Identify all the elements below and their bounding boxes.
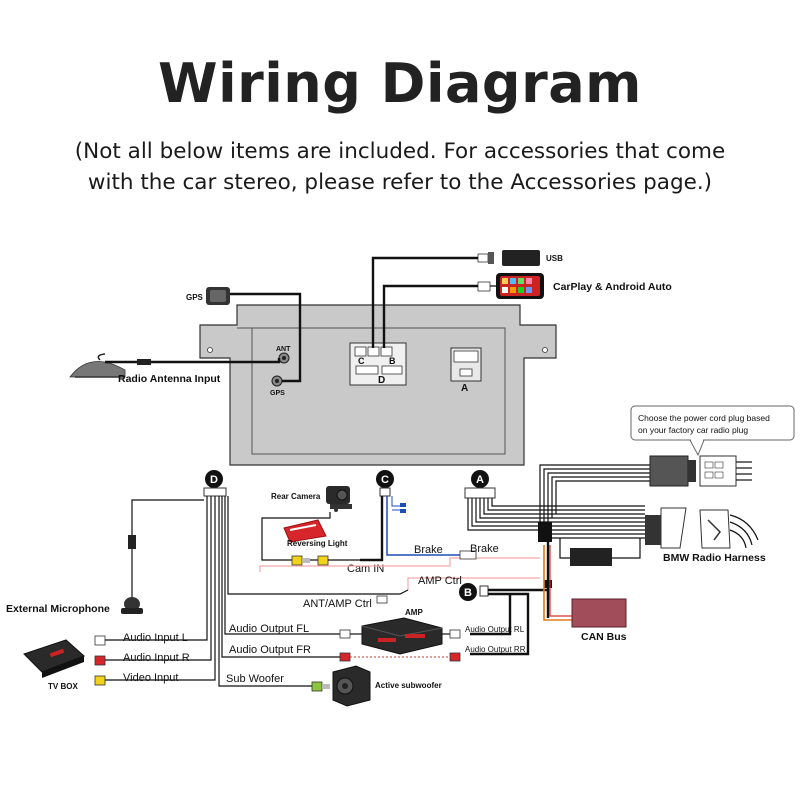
port-label-a: A: [461, 383, 468, 394]
label-radio-antenna: Radio Antenna Input: [118, 373, 221, 385]
connector-c-letter: C: [381, 474, 389, 486]
can-bus-box-icon: [571, 598, 627, 628]
connector-d-badge: D: [205, 470, 223, 488]
label-brake-1: Brake: [414, 544, 443, 556]
label-gps: GPS: [186, 293, 204, 302]
connector-d-letter: D: [210, 474, 218, 486]
label-carplay: CarPlay & Android Auto: [553, 281, 672, 293]
label-sub-woofer: Sub Woofer: [226, 673, 284, 685]
connector-b-badge: B: [459, 583, 477, 601]
label-usb: USB: [546, 254, 563, 263]
connector-a-letter: A: [476, 474, 484, 486]
power-note-line2: on your factory car radio plug: [638, 425, 748, 435]
gps-module-icon: [206, 287, 230, 305]
label-external-microphone: External Microphone: [6, 603, 110, 615]
page-title: Wiring Diagram: [158, 52, 642, 115]
connector-a-badge: A: [471, 470, 489, 488]
head-unit: ANT GPS C B D A: [199, 304, 557, 466]
amplifier-icon: [361, 617, 443, 655]
connector-b-letter: B: [464, 587, 472, 599]
label-amp: AMP: [405, 608, 423, 617]
label-amp-ctrl: AMP Ctrl: [418, 575, 462, 587]
connector-c-badge: C: [376, 470, 394, 488]
subtitle-line-1: (Not all below items are included. For a…: [74, 139, 726, 164]
label-audio-input-r: Audio Input R: [123, 652, 190, 664]
label-bmw-harness: BMW Radio Harness: [663, 552, 766, 564]
label-audio-output-rr: Audio Output RR: [465, 645, 526, 654]
port-label-c: C: [358, 356, 365, 366]
port-label-ant: ANT: [276, 346, 291, 353]
label-audio-output-rl: Audio Output RL: [465, 625, 525, 634]
rear-camera-icon: [326, 486, 352, 512]
label-video-input: Video Input: [123, 672, 178, 684]
label-tv-box: TV BOX: [48, 682, 78, 691]
port-label-gps: GPS: [270, 390, 285, 397]
label-audio-output-fr: Audio Output FR: [229, 644, 311, 656]
power-note-line1: Choose the power cord plug based: [638, 413, 770, 423]
port-label-d: D: [378, 375, 385, 386]
shark-fin-antenna-icon: [69, 353, 126, 378]
label-audio-output-fl: Audio Output FL: [229, 623, 309, 635]
subwoofer-icon: [332, 665, 371, 707]
label-rear-camera: Rear Camera: [271, 492, 321, 501]
reversing-light-icon: [283, 519, 327, 543]
label-ant-amp-ctrl: ANT/AMP Ctrl: [303, 598, 372, 610]
label-audio-input-l: Audio Input L: [123, 632, 188, 644]
iso-plug-icon: [649, 455, 752, 487]
label-can-bus: CAN Bus: [581, 631, 627, 643]
label-cam-in: Cam IN: [347, 563, 384, 575]
phone-icon: [477, 273, 544, 299]
label-active-subwoofer: Active subwoofer: [375, 681, 442, 690]
label-reversing-light: Reversing Light: [287, 539, 348, 548]
microphone-icon: [121, 597, 143, 614]
power-note-callout: Choose the power cord plug based on your…: [630, 405, 795, 457]
subtitle-line-2: with the car stereo, please refer to the…: [87, 170, 713, 195]
usb-stick-icon: [477, 250, 540, 266]
bmw-connector-icon: [645, 507, 759, 549]
port-label-b: B: [389, 356, 396, 366]
tv-box-icon: [23, 639, 85, 678]
label-brake-2: Brake: [470, 543, 499, 555]
